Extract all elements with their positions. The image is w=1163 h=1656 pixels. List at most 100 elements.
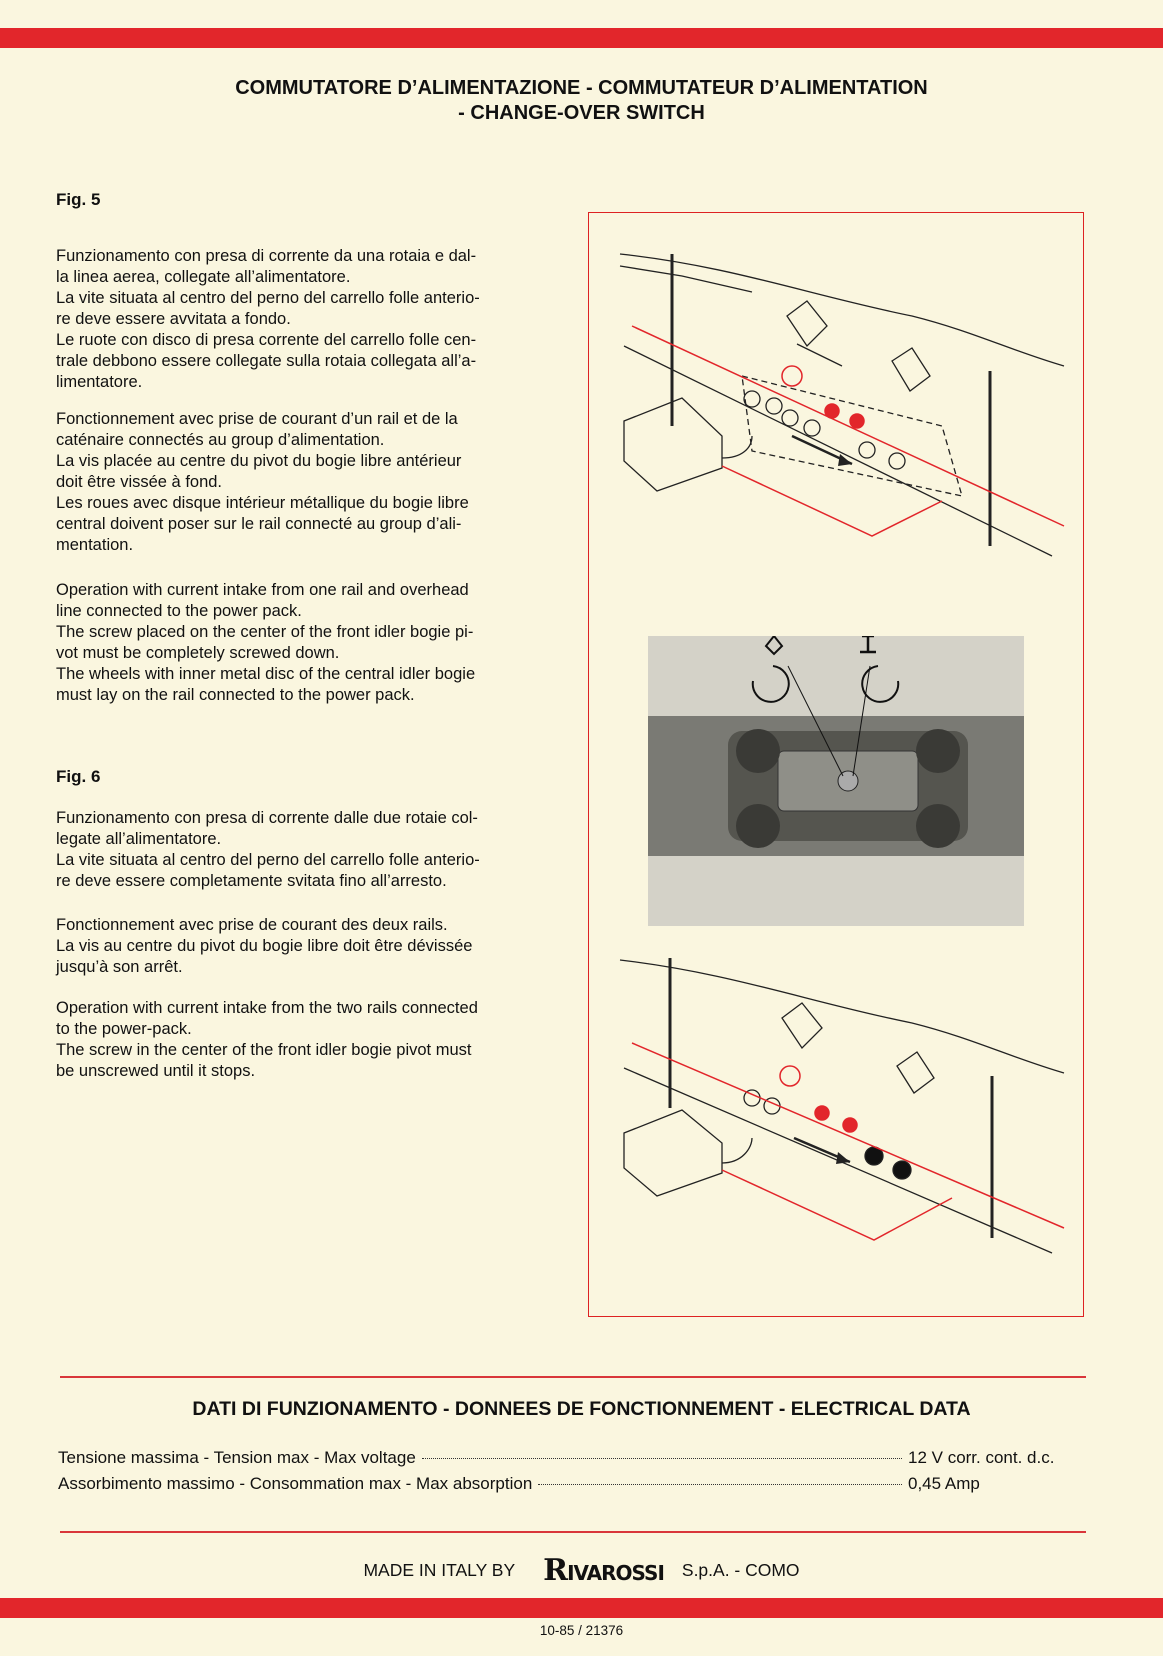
text-line: to the power-pack. — [56, 1020, 192, 1038]
brand-initial: R — [543, 1552, 568, 1588]
pantograph-rear — [896, 1051, 935, 1094]
rail-black — [623, 345, 1053, 557]
text-line: Funzionamento con presa di corrente da u… — [56, 247, 477, 265]
wheel-disc-red — [842, 1117, 858, 1133]
power-pack — [623, 1109, 723, 1197]
leader-dots — [421, 1458, 902, 1459]
fig6-italian-text: Funzionamento con presa di corrente dall… — [56, 808, 556, 892]
divider-rule — [60, 1376, 1086, 1378]
text-line: The screw placed on the center of the fr… — [56, 623, 474, 641]
wheel — [743, 390, 761, 408]
fig5-label: Fig. 5 — [56, 190, 101, 209]
spec-value: 12 V corr. cont. d.c. — [908, 1448, 1055, 1467]
text-line: must lay on the rail connected to the po… — [56, 686, 415, 704]
brand-name: IVAROSSI — [567, 1560, 665, 1585]
spec-row-absorption: Assorbimento massimo - Consommation max … — [58, 1474, 1088, 1498]
power-pack-cable — [721, 435, 753, 459]
text-line: mentation. — [56, 536, 134, 554]
text-line: caténaire connectés au group d’alimentat… — [56, 431, 385, 449]
power-pack — [623, 397, 723, 492]
document-code: 10-85 / 21376 — [539, 1623, 624, 1638]
wheel — [916, 804, 960, 848]
direction-arrow-head — [838, 454, 852, 466]
text-line: line connected to the power pack. — [56, 602, 302, 620]
pivot-screw — [837, 770, 859, 792]
text-line: doit être vissée à fond. — [56, 473, 223, 491]
wheel — [858, 441, 876, 459]
text-line: La vis placée au centre du pivot du bogi… — [56, 452, 462, 470]
fig6-french-text: Fonctionnement avec prise de courant des… — [56, 915, 556, 978]
text-line: limentatore. — [56, 373, 143, 391]
fig5-french-text: Fonctionnement avec prise de courant d’u… — [56, 409, 556, 556]
divider-rule — [60, 1531, 1086, 1533]
rotate-right-icon — [861, 665, 900, 703]
fig5-wiring-diagram — [619, 253, 1065, 557]
pantograph-front — [781, 1002, 823, 1050]
electrical-data-title: DATI DI FUNZIONAMENTO - DONNEES DE FONCT… — [192, 1398, 971, 1420]
spec-value: 0,45 Amp — [908, 1474, 980, 1493]
text-line: la linea aerea, collegate all’alimentato… — [56, 268, 351, 286]
leader-dots — [538, 1484, 902, 1485]
wheel — [781, 409, 799, 427]
text-line: legate all’alimentatore. — [56, 830, 222, 848]
fig6-wiring-diagram — [619, 958, 1065, 1254]
power-pack-cable — [721, 1137, 753, 1164]
rail-red — [631, 1042, 1065, 1229]
motor-red — [781, 365, 803, 387]
text-line: Fonctionnement avec prise de courant d’u… — [56, 410, 458, 428]
pantograph-rear — [891, 347, 931, 392]
motor-red — [779, 1065, 801, 1087]
power-wire-red — [721, 1169, 953, 1241]
catenary-support-wire — [619, 265, 753, 293]
text-line: jusqu’à son arrêt. — [56, 958, 183, 976]
text-line: Funzionamento con presa di corrente dall… — [56, 809, 478, 827]
text-line: The wheels with inner metal disc of the … — [56, 665, 476, 683]
bogie-photo — [648, 634, 1024, 926]
text-line: trale debbono essere collegate sulla rot… — [56, 352, 477, 370]
text-line: Fonctionnement avec prise de courant des… — [56, 916, 448, 934]
page-title-line-2: - CHANGE-OVER SWITCH — [458, 102, 705, 124]
rail-red — [631, 325, 1065, 527]
page-title: COMMUTATORE D’ALIMENTAZIONE - COMMUTATEU… — [80, 76, 1083, 126]
direction-arrow-head — [836, 1152, 850, 1164]
pantograph-front — [786, 300, 843, 367]
text-line: Le ruote con disco di presa corrente del… — [56, 331, 477, 349]
made-in-text: MADE IN ITALY BY — [363, 1559, 516, 1580]
fig6-label: Fig. 6 — [56, 767, 101, 786]
wheel — [736, 804, 780, 848]
spec-label: Tensione massima - Tension max - Max vol… — [58, 1448, 416, 1467]
fig6-english-text: Operation with current intake from the t… — [56, 998, 556, 1082]
rotate-left-icon — [751, 665, 790, 703]
text-line: La vite situata al centro del perno del … — [56, 289, 480, 307]
text-line: vot must be completely screwed down. — [56, 644, 340, 662]
wheel-disc-red — [849, 413, 865, 429]
pantograph-symbol-icon — [764, 634, 784, 656]
locomotive-outline — [741, 375, 963, 497]
text-line: re deve essere avvitata a fondo. — [56, 310, 291, 328]
catenary-wire — [619, 959, 1065, 1074]
wheel-disc-red — [814, 1105, 830, 1121]
diagram-frame — [588, 212, 1084, 1317]
text-line: Operation with current intake from the t… — [56, 999, 478, 1017]
catenary-wire — [619, 253, 1065, 367]
wheel-disc-black — [892, 1160, 912, 1180]
fig5-italian-text: Funzionamento con presa di corrente da u… — [56, 246, 556, 393]
text-line: The screw in the center of the front idl… — [56, 1041, 472, 1059]
wheel — [765, 397, 783, 415]
spec-row-voltage: Tensione massima - Tension max - Max vol… — [58, 1448, 1088, 1472]
fig5-english-text: Operation with current intake from one r… — [56, 580, 556, 706]
text-line: central doivent poser sur le rail connec… — [56, 515, 462, 533]
text-line: re deve essere completamente svitata fin… — [56, 872, 447, 890]
wheel — [803, 419, 821, 437]
bottom-red-band — [0, 1598, 1163, 1618]
company-text: S.p.A. - COMO — [681, 1559, 800, 1580]
brand-logo: RIVAROSSI — [543, 1552, 665, 1588]
text-line: La vite situata al centro del perno del … — [56, 851, 480, 869]
page-title-line-1: COMMUTATORE D’ALIMENTAZIONE - COMMUTATEU… — [235, 77, 928, 99]
wheel-disc-red — [824, 403, 840, 419]
wheel — [916, 729, 960, 773]
text-line: Operation with current intake from one r… — [56, 581, 469, 599]
text-line: La vis au centre du pivot du bogie libre… — [56, 937, 473, 955]
spec-label: Assorbimento massimo - Consommation max … — [58, 1474, 533, 1493]
rail-symbol-icon — [860, 634, 876, 654]
